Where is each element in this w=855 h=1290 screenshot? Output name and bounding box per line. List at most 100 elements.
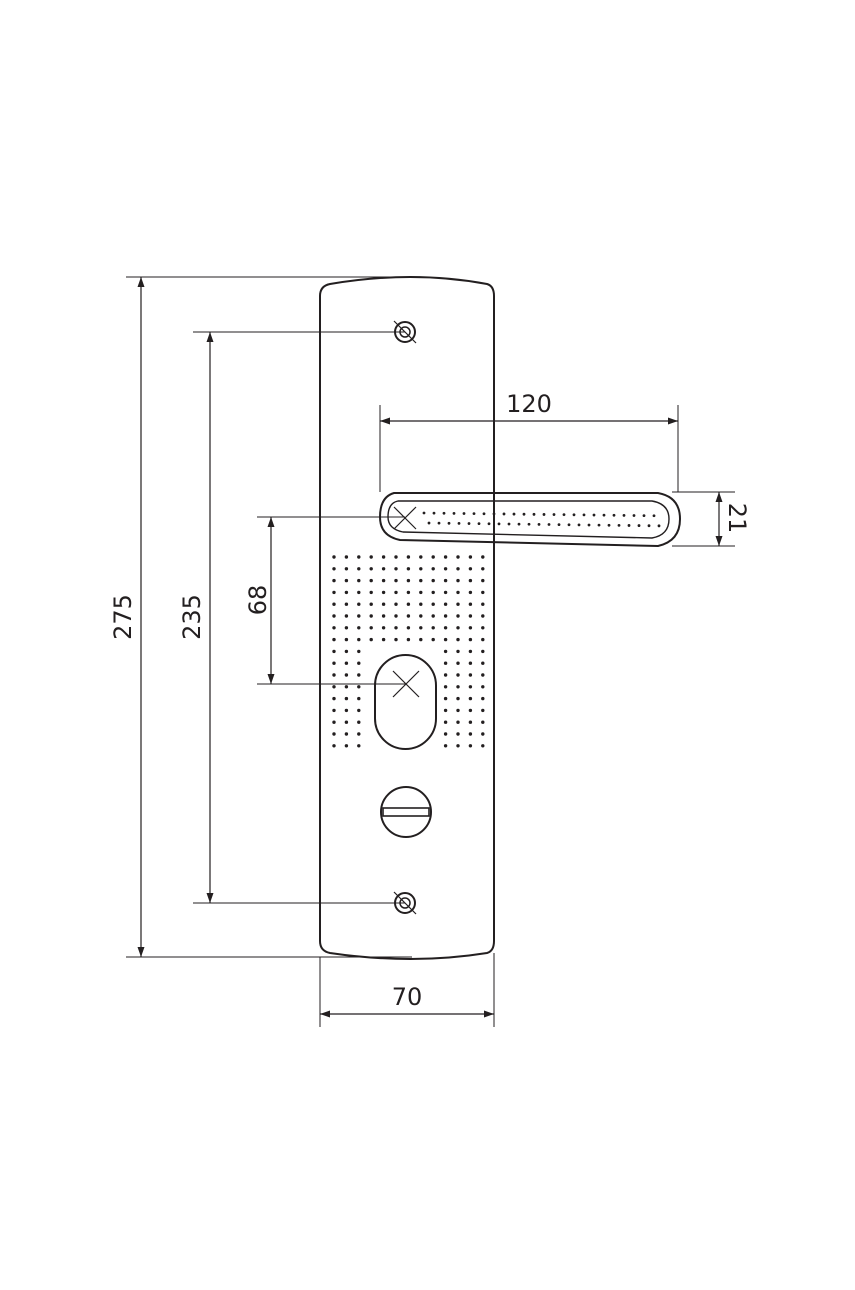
texture-dot xyxy=(394,555,398,559)
texture-dot xyxy=(344,590,349,595)
handle-texture-dot xyxy=(442,511,446,515)
texture-dot xyxy=(332,673,336,677)
texture-dot xyxy=(381,590,386,595)
handle-texture-dot xyxy=(577,523,581,527)
texture-dot xyxy=(468,567,473,571)
texture-dot xyxy=(468,614,473,618)
texture-dot xyxy=(332,626,336,630)
dim-label-screw-spacing: 235 xyxy=(178,594,206,640)
texture-dot xyxy=(481,732,485,736)
texture-dot xyxy=(381,567,386,571)
texture-dot xyxy=(332,637,336,642)
texture-dot xyxy=(481,661,485,665)
texture-dot xyxy=(456,661,460,665)
texture-dot xyxy=(332,649,336,654)
texture-dot xyxy=(381,578,386,583)
texture-dot xyxy=(468,696,473,701)
extension-lines xyxy=(126,276,735,1027)
handle-texture-dot xyxy=(652,514,656,518)
texture-dot xyxy=(369,614,373,618)
texture-dot xyxy=(419,637,423,642)
texture-dot xyxy=(443,567,448,571)
texture-dot xyxy=(456,637,460,642)
handle-texture-dot xyxy=(517,522,521,526)
cylinder-cutout xyxy=(374,654,437,750)
dim-label-handle-to-cylinder: 68 xyxy=(244,585,272,616)
texture-dot xyxy=(419,590,423,595)
texture-dot xyxy=(456,673,460,677)
backplate xyxy=(319,276,495,960)
handle-texture-dot xyxy=(467,522,471,525)
texture-dot xyxy=(394,614,398,618)
handle-texture-dot xyxy=(617,523,621,527)
texture-dot xyxy=(419,555,423,559)
handle-texture-dot xyxy=(602,513,606,517)
texture-dot xyxy=(357,602,361,606)
texture-dot xyxy=(468,732,473,736)
texture-dot xyxy=(394,602,398,606)
texture-dot xyxy=(443,626,448,630)
texture-dot xyxy=(369,555,373,559)
texture-dot xyxy=(357,555,361,559)
texture-dot xyxy=(431,590,435,595)
handle-texture-dot xyxy=(622,514,626,517)
texture-dot xyxy=(332,578,336,583)
texture-dot xyxy=(468,590,473,595)
dimension-lines xyxy=(137,277,723,1018)
texture-dot xyxy=(357,720,361,724)
texture-dot xyxy=(443,602,448,606)
texture-dot xyxy=(332,720,336,724)
texture-dot xyxy=(344,555,349,559)
texture-dot xyxy=(443,649,448,654)
texture-dot xyxy=(332,732,336,736)
texture-dot xyxy=(468,685,473,689)
handle-texture-dot xyxy=(612,513,616,517)
texture-dot xyxy=(481,637,485,642)
handle-texture-dot xyxy=(487,522,491,526)
texture-dot xyxy=(468,661,473,665)
texture-dot xyxy=(468,555,473,559)
texture-dot xyxy=(456,685,460,689)
handle-texture-dot xyxy=(522,512,526,516)
handle-texture-dot xyxy=(597,523,601,527)
handle-texture-dot xyxy=(572,513,576,517)
texture-dot xyxy=(481,673,485,677)
lever-handle xyxy=(378,492,682,548)
texture-dot xyxy=(357,685,361,689)
texture-dot xyxy=(332,614,336,618)
texture-dot xyxy=(443,661,448,665)
texture-dot xyxy=(456,696,460,701)
texture-dot xyxy=(344,720,349,724)
texture-dot xyxy=(332,661,336,665)
texture-dot xyxy=(344,673,349,677)
dim-label-overall-height: 275 xyxy=(109,594,137,640)
texture-dot xyxy=(431,602,435,606)
texture-dot xyxy=(344,708,349,713)
handle-texture-dot xyxy=(637,524,641,527)
dim-label-plate-width: 70 xyxy=(392,983,423,1011)
texture-dot xyxy=(394,567,398,571)
texture-dot xyxy=(357,567,361,571)
texture-dot xyxy=(481,590,485,595)
texture-dot xyxy=(344,567,349,571)
handle-texture-dot xyxy=(632,514,636,517)
handle-texture-dot xyxy=(427,521,431,525)
texture-dot xyxy=(344,614,349,618)
texture-dot xyxy=(468,673,473,677)
texture-dot xyxy=(357,673,361,677)
texture-dot xyxy=(332,555,336,559)
texture-dot xyxy=(481,685,485,689)
texture-dot xyxy=(481,555,485,559)
texture-dot xyxy=(468,602,473,606)
texture-dot xyxy=(468,637,473,642)
texture-dot xyxy=(369,590,373,595)
texture-dot xyxy=(481,614,485,618)
texture-dot xyxy=(357,744,361,748)
texture-dot xyxy=(381,626,386,630)
handle-texture-dot xyxy=(527,522,531,526)
texture-dot xyxy=(481,567,485,571)
texture-dot xyxy=(456,602,460,606)
texture-dot xyxy=(456,555,460,559)
handle-texture-dot xyxy=(472,512,476,515)
